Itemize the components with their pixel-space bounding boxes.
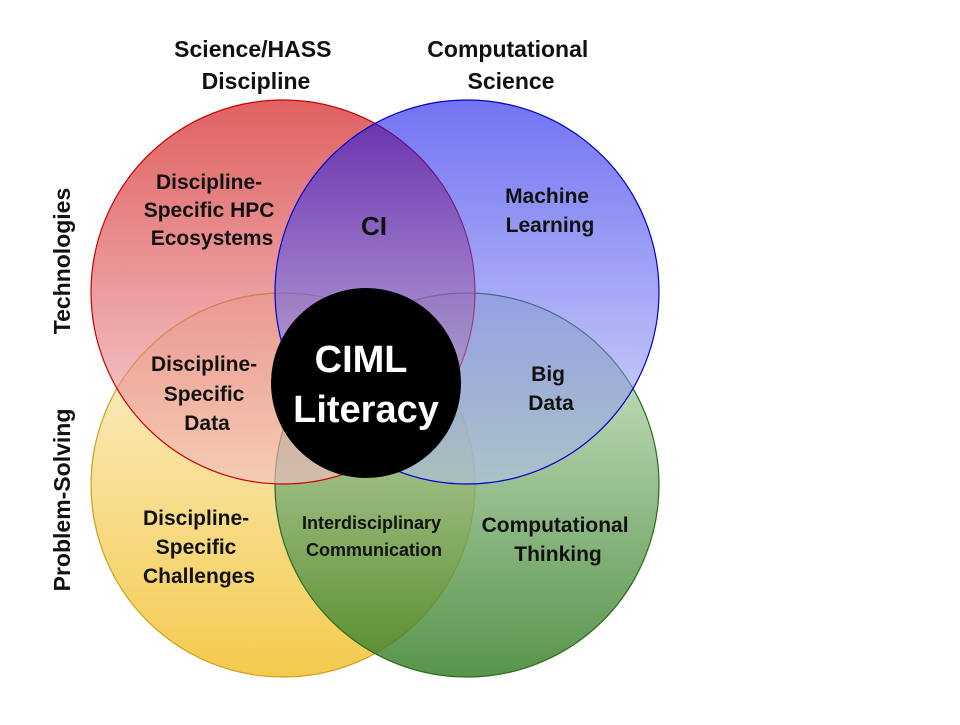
label-interdisciplinary-communication: Interdisciplinary Communication <box>302 513 446 560</box>
side-label-technologies: Technologies <box>49 188 75 335</box>
label-big-data: Big Data <box>528 363 574 415</box>
center-circle <box>271 288 461 478</box>
side-label-problem-solving: Problem-Solving <box>49 409 75 592</box>
label-discipline-specific-data: Discipline- Specific Data <box>151 353 263 435</box>
header-top-right: Computational Science <box>427 36 594 94</box>
label-ci: CI <box>361 211 387 241</box>
label-discipline-specific-hpc: Discipline- Specific HPC Ecosystems <box>144 171 281 250</box>
center-label: CIML Literacy <box>293 339 439 431</box>
label-machine-learning: Machine Learning <box>505 185 595 237</box>
label-discipline-specific-challenges: Discipline- Specific Challenges <box>143 507 255 588</box>
header-top-left: Science/HASS Discipline <box>174 36 338 94</box>
label-computational-thinking: Computational Thinking <box>482 514 635 566</box>
